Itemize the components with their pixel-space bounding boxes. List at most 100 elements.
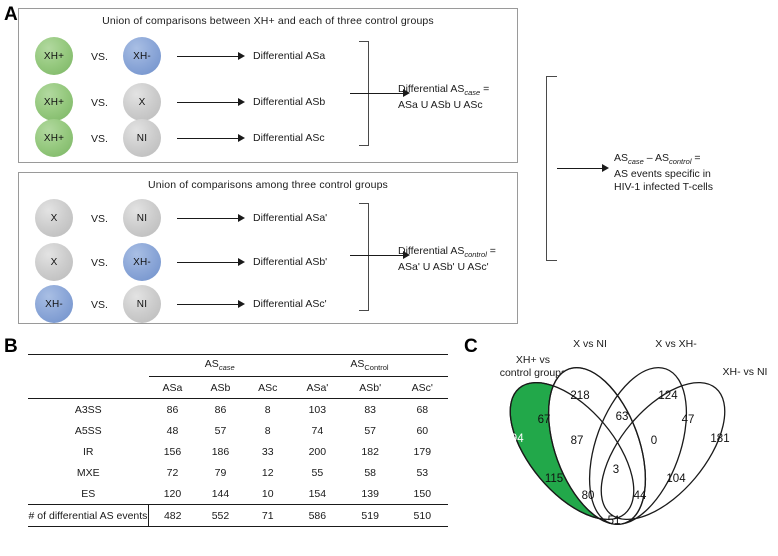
output-asb-prime: Differential ASb': [253, 256, 328, 268]
node-ni-3: NI: [123, 285, 161, 323]
venn-count-63: 63: [615, 411, 629, 423]
cell-es-asb: 144: [211, 487, 230, 500]
vs-label-3: VS.: [91, 133, 108, 145]
cell-a5ss-asc-prime: 60: [416, 424, 429, 437]
group-header-spacer: [28, 354, 149, 377]
panel-b-letter: B: [4, 336, 18, 357]
vs-label-6: VS.: [91, 299, 108, 311]
summary-asc-prime: 510: [396, 504, 448, 527]
cell-es-asa: 120: [163, 487, 182, 500]
cell-es-asb-prime: 139: [361, 487, 379, 500]
final-result-text: AScase – AScontrol = AS events specific …: [614, 152, 713, 194]
column-header-asc-prime: ASc': [396, 376, 448, 399]
output-asa: Differential ASa: [253, 50, 326, 62]
panel-a-workflow-diagram: A Union of comparisons between XH+ and e…: [4, 4, 713, 324]
cell-es-asa-prime: 154: [308, 487, 327, 500]
cell-mxe-asb-prime: 58: [364, 466, 376, 479]
venn-count-67: 67: [537, 414, 551, 426]
cell-a3ss-asc-prime: 68: [416, 403, 429, 416]
case-comparison-box: Union of comparisons between XH+ and eac…: [18, 8, 518, 163]
summary-asc: 71: [244, 504, 291, 527]
vs-label-4: VS.: [91, 213, 108, 225]
venn-ellipses-svg: [509, 366, 726, 526]
venn-count-3: 3: [612, 464, 620, 476]
row-label-a5ss: A5SS: [74, 424, 102, 437]
as-events-table: AScase ASControl ASa ASb ASc ASa' ASb' A…: [28, 354, 448, 527]
arrow-final-result: [557, 163, 609, 173]
cell-a5ss-asc: 8: [264, 424, 271, 437]
venn-count-494: 494: [504, 433, 524, 445]
cell-ir-asa: 156: [163, 445, 182, 458]
case-result-text: Differential AScase = ASa U ASb U ASc: [398, 83, 489, 112]
control-result-line1: Differential AScontrol =: [398, 245, 496, 260]
cell-ir-asc: 33: [261, 445, 274, 458]
column-header-asc: ASc: [244, 376, 291, 399]
table-row: A5SS 48 57 8 74 57 60: [28, 420, 448, 441]
venn-count-124: 124: [658, 390, 678, 402]
venn-label-xh-minus-vs-ni: XH- vs NI: [722, 366, 768, 378]
cell-a3ss-asc: 8: [264, 403, 271, 416]
table-row: MXE 72 79 12 55 58 53: [28, 462, 448, 483]
node-xh-plus-2: XH+: [35, 83, 73, 121]
arrow-row-2: [177, 97, 245, 107]
venn-ellipse-x-vs-ni-outline: [547, 366, 647, 526]
node-ni-2: NI: [123, 199, 161, 237]
venn-count-0: 0: [650, 435, 658, 447]
panel-b-table: B AScase ASControl ASa ASb ASc ASa' ASb'…: [0, 332, 470, 556]
node-xh-minus-3: XH-: [35, 285, 73, 323]
cell-a3ss-asa: 86: [166, 403, 179, 416]
cell-ir-asb: 186: [211, 445, 230, 458]
column-header-asb-prime: ASb': [343, 376, 397, 399]
control-result-text: Differential AScontrol = ASa' U ASb' U A…: [398, 245, 496, 274]
case-box-title: Union of comparisons between XH+ and eac…: [102, 15, 434, 27]
venn-count-47: 47: [681, 414, 695, 426]
cell-a5ss-asb: 57: [214, 424, 227, 437]
cell-ir-asa-prime: 200: [308, 445, 327, 458]
venn-count-181: 181: [710, 433, 730, 445]
venn-count-80: 80: [581, 490, 595, 502]
final-combine-brace: [546, 76, 557, 261]
cell-mxe-asc-prime: 53: [416, 466, 429, 479]
table-summary-row: # of differential AS events 482 552 71 5…: [28, 504, 448, 527]
venn-label-x-vs-xh-minus: X vs XH-: [655, 338, 697, 350]
final-result-line1: AScase – AScontrol =: [614, 152, 701, 167]
arrow-row-1: [177, 51, 245, 61]
group-header-control: ASControl: [290, 354, 448, 377]
vs-label-2: VS.: [91, 97, 108, 109]
summary-asa: 482: [148, 504, 197, 527]
arrow-row-6: [177, 299, 245, 309]
panel-c-letter: C: [464, 336, 478, 357]
arrow-case-result: [350, 88, 410, 98]
cell-ir-asb-prime: 182: [361, 445, 379, 458]
venn-ellipse-xh-plus-outline: [509, 381, 635, 521]
output-asc-prime: Differential ASc': [253, 298, 327, 310]
vs-label-1: VS.: [91, 51, 108, 63]
node-x-1: X: [123, 83, 161, 121]
venn-count-218: 218: [570, 390, 590, 402]
row-label-a3ss: A3SS: [74, 403, 102, 416]
output-asb: Differential ASb: [253, 96, 326, 108]
table-row: ES 120 144 10 154 139 150: [28, 483, 448, 505]
summary-asb: 552: [196, 504, 245, 527]
cell-es-asc: 10: [261, 487, 274, 500]
panel-a-letter: A: [4, 4, 18, 25]
node-xh-minus-1: XH-: [123, 37, 161, 75]
control-result-line2: ASa' U ASb' U ASc': [398, 261, 489, 274]
control-union-brace: [359, 203, 369, 311]
column-header-asa-prime: ASa': [290, 376, 344, 399]
column-header-asa: ASa: [148, 376, 197, 399]
cell-a5ss-asa-prime: 74: [311, 424, 324, 437]
vs-label-5: VS.: [91, 257, 108, 269]
row-label-ir: IR: [83, 445, 94, 458]
arrow-row-3: [177, 133, 245, 143]
node-ni-1: NI: [123, 119, 161, 157]
cell-mxe-asa: 72: [166, 466, 179, 479]
output-asc: Differential ASc: [253, 132, 325, 144]
final-result-line2: AS events specific in: [614, 168, 711, 181]
summary-asa-prime: 586: [290, 504, 344, 527]
group-header-case: AScase: [148, 354, 291, 377]
cell-ir-asc-prime: 179: [413, 445, 432, 458]
venn-count-87: 87: [570, 435, 584, 447]
